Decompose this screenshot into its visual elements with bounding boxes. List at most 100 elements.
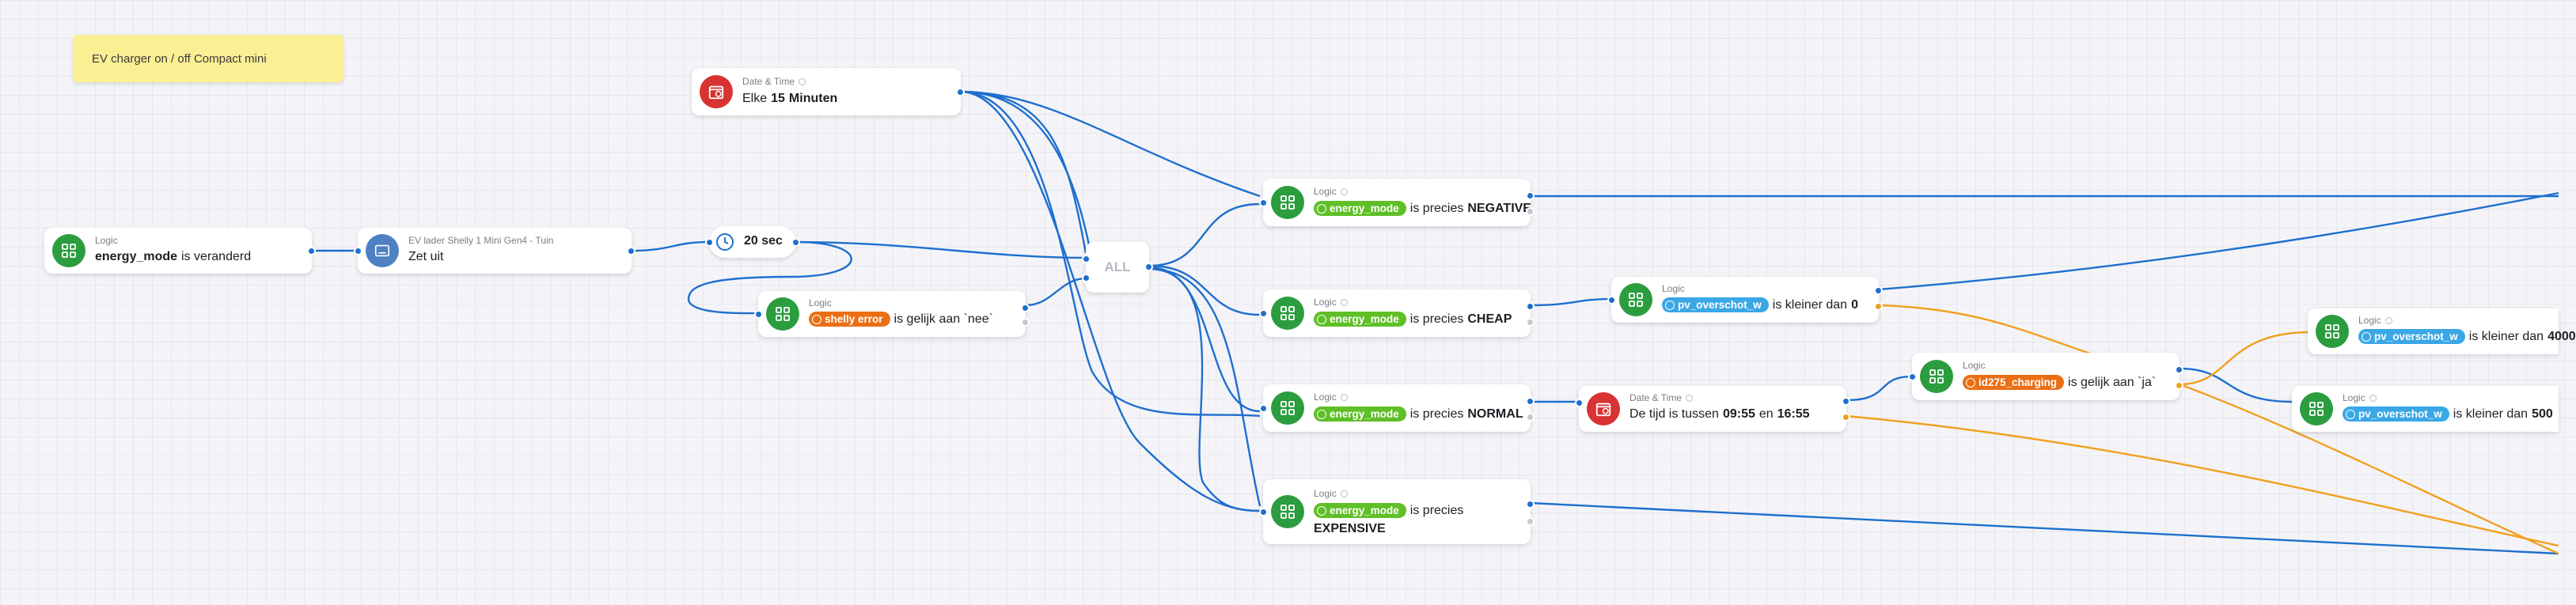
wire [960, 90, 1261, 418]
input-port[interactable] [1261, 311, 1266, 316]
joiner-text: en [1758, 407, 1774, 421]
input-port[interactable] [355, 248, 361, 254]
output-port[interactable] [1876, 288, 1881, 293]
output-port[interactable] [309, 248, 314, 254]
logic-grid-icon [1619, 283, 1652, 316]
output-port[interactable] [2176, 367, 2182, 372]
input-port[interactable] [1083, 275, 1089, 281]
logic-grid-icon [1271, 495, 1304, 528]
variable-tag[interactable]: id275_charging [1963, 375, 2065, 390]
card-caption: Logic [1963, 360, 1986, 371]
variable-tag[interactable]: energy_mode [1314, 503, 1406, 518]
delay-timer[interactable]: 20 sec [707, 226, 799, 258]
input-port[interactable] [1910, 374, 1915, 380]
condition-text: is gelijk aan `ja` [2068, 375, 2157, 389]
info-icon[interactable] [1340, 187, 1348, 195]
output-port[interactable] [1527, 501, 1533, 507]
false-port[interactable] [1527, 414, 1533, 420]
info-icon[interactable] [2369, 394, 2377, 402]
variable-tag[interactable]: energy_mode [1314, 312, 1406, 327]
info-icon[interactable] [1340, 490, 1348, 497]
variable-tag[interactable]: energy_mode [1314, 406, 1406, 422]
info-icon[interactable] [2384, 316, 2392, 324]
trigger-datetime-card[interactable]: Date & Time Elke 15 Minuten [692, 68, 963, 115]
output-port[interactable] [1527, 304, 1533, 309]
action-text: Zet uit [408, 250, 444, 263]
logic-pv-500-card[interactable]: Logic pv_overschot_w is kleiner dan 500 [2292, 386, 2559, 432]
variable-tag[interactable]: pv_overschot_w [2358, 329, 2465, 344]
false-port[interactable] [1876, 304, 1881, 309]
output-port[interactable] [793, 240, 799, 245]
variable-tag[interactable]: pv_overschot_w [2343, 406, 2449, 422]
input-port[interactable] [1083, 256, 1089, 262]
interval-unit[interactable]: Minuten [788, 92, 838, 105]
condition-value[interactable]: 4000 [2548, 329, 2576, 343]
output-port[interactable] [958, 89, 963, 95]
false-port[interactable] [1527, 519, 1533, 524]
logic-cheap-card[interactable]: Logic energy_mode is precies CHEAP [1261, 289, 1533, 337]
condition-value[interactable]: 500 [2532, 406, 2553, 421]
card-caption: Date & Time [1629, 392, 1683, 403]
logic-shelly-error-card[interactable]: Logic shelly error is gelijk aan `nee` [756, 291, 1028, 337]
delay-label[interactable]: 20 sec [744, 234, 783, 248]
logic-pv-zero-card[interactable]: Logic pv_overschot_w is kleiner dan 0 [1609, 277, 1881, 323]
logic-negative-card[interactable]: Logic energy_mode is precies NEGATIVE [1261, 179, 1533, 226]
start-time[interactable]: 09:55 [1722, 407, 1755, 421]
output-port[interactable] [1527, 399, 1533, 404]
wire [1148, 267, 1261, 507]
variable-name[interactable]: energy_mode [95, 250, 178, 263]
output-port[interactable] [1146, 264, 1151, 270]
info-icon[interactable] [1340, 393, 1348, 401]
condition-value[interactable]: 0 [1851, 297, 1858, 312]
logic-energy-mode-changed-card[interactable]: Logic energy_mode is veranderd [44, 228, 314, 274]
wire [795, 240, 1087, 259]
logic-normal-card[interactable]: Logic energy_mode is precies NORMAL [1261, 384, 1533, 432]
variable-icon [2346, 409, 2355, 419]
wire [1846, 375, 1913, 402]
sticky-note[interactable]: EV charger on / off Compact mini [73, 35, 343, 82]
logic-expensive-card[interactable]: Logic energy_mode is precies EXPENSIVE [1261, 479, 1533, 544]
output-port[interactable] [1527, 193, 1533, 199]
input-port[interactable] [1261, 406, 1266, 411]
all-node[interactable]: ALL [1083, 242, 1151, 293]
logic-pv-4000-card[interactable]: Logic pv_overschot_w is kleiner dan 4000 [2308, 308, 2576, 354]
end-time[interactable]: 16:55 [1777, 407, 1810, 421]
false-port[interactable] [1843, 414, 1849, 420]
false-port[interactable] [2176, 383, 2182, 388]
logic-grid-icon [1920, 360, 1953, 393]
input-port[interactable] [1609, 297, 1614, 303]
input-port[interactable] [707, 240, 712, 245]
false-port[interactable] [1527, 320, 1533, 325]
device-shelly-card[interactable]: EV lader Shelly 1 Mini Gen4 - Tuin Zet u… [355, 228, 634, 274]
variable-tag[interactable]: energy_mode [1314, 201, 1406, 216]
wire-false [2179, 331, 2312, 386]
variable-tag[interactable]: shelly error [809, 312, 890, 327]
input-port[interactable] [756, 312, 761, 317]
variable-tag[interactable]: pv_overschot_w [1662, 297, 1769, 312]
input-port[interactable] [1261, 200, 1266, 206]
check-icon [1966, 377, 1975, 388]
false-port[interactable] [1527, 209, 1533, 214]
info-icon[interactable] [1340, 298, 1348, 306]
input-port[interactable] [1261, 509, 1266, 515]
interval-amount[interactable]: 15 [771, 92, 785, 105]
condition-value[interactable]: EXPENSIVE [1314, 522, 1386, 535]
condition-value[interactable]: NEGATIVE [1467, 201, 1531, 215]
input-port[interactable] [1576, 400, 1582, 406]
logic-id275-card[interactable]: Logic id275_charging is gelijk aan `ja` [1910, 353, 2182, 400]
datetime-between-card[interactable]: Date & Time De tijd is tussen 09:55 en 1… [1576, 386, 1849, 432]
wire [1148, 202, 1261, 267]
condition-value[interactable]: CHEAP [1467, 312, 1512, 326]
output-port[interactable] [1843, 399, 1849, 404]
false-port[interactable] [1022, 320, 1028, 325]
condition-text: is kleiner dan [2468, 329, 2544, 343]
output-port[interactable] [1022, 305, 1028, 311]
condition-value[interactable]: NORMAL [1467, 406, 1523, 421]
output-port[interactable] [628, 248, 634, 254]
variable-name: pv_overschot_w [1678, 299, 1762, 311]
info-icon[interactable] [1686, 394, 1694, 402]
condition-text: is precies [1409, 312, 1464, 326]
info-icon[interactable] [799, 78, 806, 85]
